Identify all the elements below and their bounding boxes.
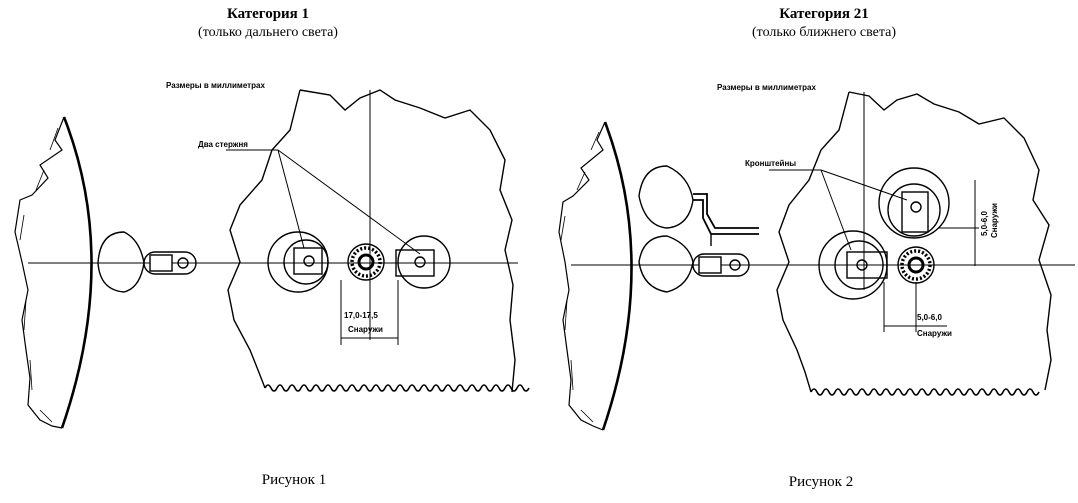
reflector-arc (601, 121, 633, 431)
figure-2-caption: Рисунок 2 (788, 474, 854, 490)
pin-left-square (293, 247, 323, 275)
figure-2-drawing: Размеры в миллиметрах Кронштейны 5,0-6,0… (558, 83, 1075, 431)
figure-1-subtitle: (только дальнего света) (198, 25, 338, 40)
figure-2-pointer-label: Кронштейны (745, 159, 796, 168)
figure-2-dimension-horizontal: 5,0-6,0 (917, 313, 942, 322)
figure-1-panel: Категория 1 (только дальнего света) (14, 6, 530, 488)
figure-2-subtitle: (только ближнего света) (751, 25, 897, 40)
figure-1-dimensions-note: Размеры в миллиметрах (166, 81, 265, 90)
figure-1-title: Категория 1 (226, 6, 310, 22)
plate-bottom-wavy-edge (264, 384, 530, 392)
center-knurl (347, 243, 385, 281)
figure-2-dimension-vertical: 5,0-6,0 (980, 211, 989, 236)
figure-2-dimension-horizontal-side: Снаружи (917, 329, 952, 338)
lamp-dome (97, 231, 145, 293)
figure-1-caption: Рисунок 1 (261, 472, 327, 488)
lamp-connector (692, 253, 750, 277)
bracket-upper-square (901, 191, 929, 233)
reflector-jagged-edge (14, 116, 65, 429)
plate-bottom-wavy-edge (810, 388, 1040, 396)
figure-2-panel: Категория 21 (только ближнего света) (539, 0, 1078, 503)
plate-outer-edge (299, 89, 516, 393)
bracket-upper-outer (878, 167, 950, 239)
lamp-connector (143, 251, 197, 275)
lamp-lower-lobe (638, 235, 694, 293)
bracket-lower-square (846, 251, 888, 279)
figure-1-pointer-label: Два стержня (198, 140, 248, 149)
figure-2-dimensions-note: Размеры в миллиметрах (717, 83, 816, 92)
figure-2-dimension-vertical-side: Снаружи (990, 203, 999, 238)
plate-left-edge (227, 89, 301, 389)
figure-2-title: Категория 21 (779, 6, 869, 22)
plate-outer-edge (848, 91, 1052, 391)
figure-1-dimension-value: 17,0-17,5 (344, 311, 378, 320)
figure-1-drawing: Размеры в миллиметрах Два стержня 17,0-1… (14, 81, 530, 429)
pin-right-outer (397, 235, 451, 289)
reflector-arc (60, 116, 93, 429)
lamp-upper-lobe (638, 165, 694, 229)
figure-1-dimension-side: Снаружи (348, 325, 383, 334)
